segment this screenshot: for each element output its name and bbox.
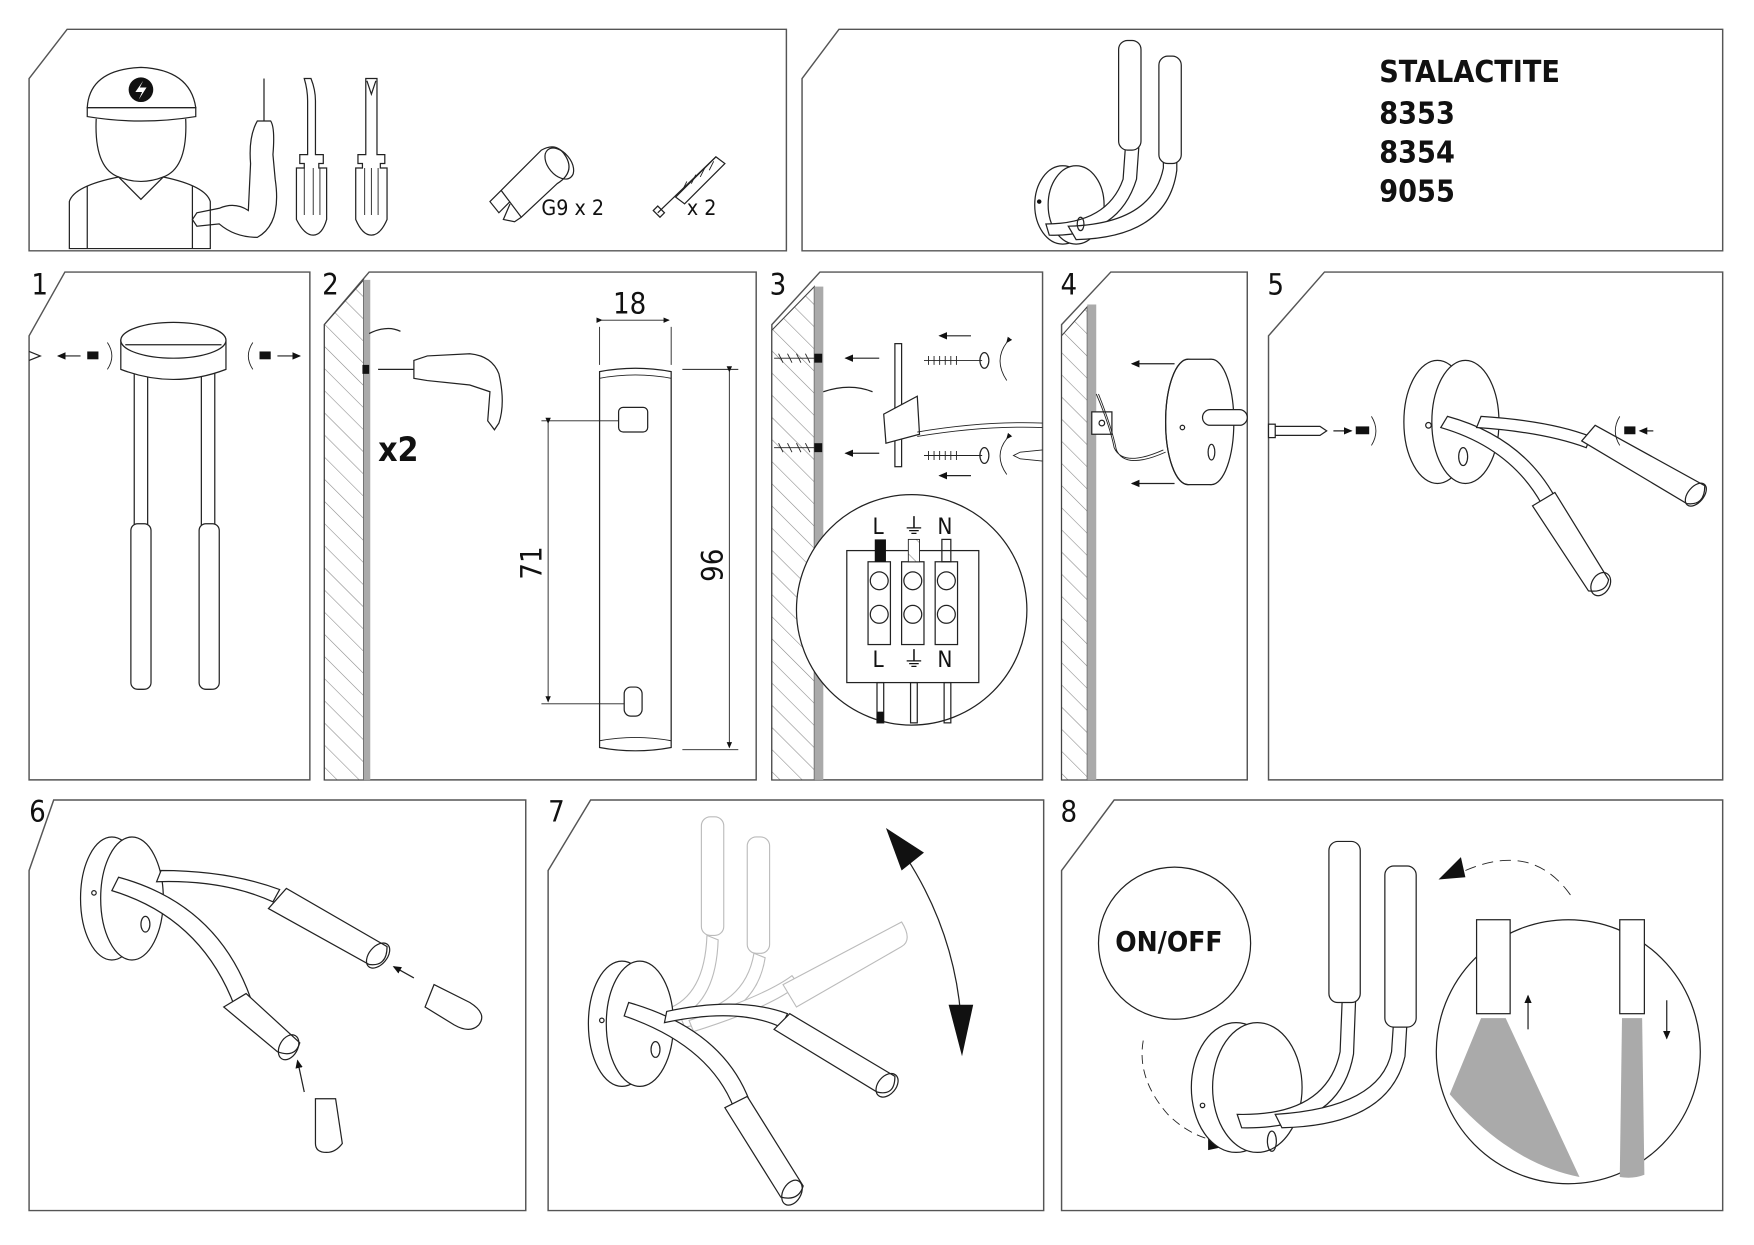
step-6-panel: 6	[28, 794, 527, 1212]
terminal-label-earth-top: ⏚	[903, 514, 925, 540]
screwdriver-icon	[1267, 416, 1377, 446]
fixture-base	[1164, 358, 1248, 486]
step-number: 2	[322, 267, 339, 301]
wall-section	[323, 278, 365, 781]
fixture-illustration	[587, 960, 899, 1206]
step-number: 8	[1060, 794, 1077, 828]
step-3-panel: 3	[770, 267, 1044, 781]
electrician-icon	[68, 66, 211, 250]
fixture-illustration	[1403, 359, 1707, 597]
step-5-panel: 5	[1267, 267, 1724, 781]
drill-multiplier: x2	[378, 430, 418, 469]
dimension-width: 18	[613, 286, 646, 320]
fixture-illustration	[1190, 840, 1417, 1154]
step-number: 3	[770, 267, 787, 301]
plug-quantity-label: x 2	[687, 196, 717, 221]
mounting-plate-diagram	[541, 317, 739, 752]
dimension-height: 96	[696, 549, 730, 582]
product-code: 8354	[1379, 135, 1455, 170]
step-number: 5	[1267, 267, 1284, 301]
light-beam-detail	[1435, 919, 1701, 1185]
terminal-label-live-bottom: L	[873, 647, 885, 673]
terminal-label-neutral-bottom: N	[937, 647, 952, 673]
ceiling-base-illustration	[120, 321, 227, 690]
product-illustration	[1034, 39, 1182, 245]
step-number: 6	[29, 794, 46, 828]
flat-screwdriver-icon	[355, 77, 388, 236]
screw-icon	[1614, 416, 1654, 446]
step-1-panel: 1	[28, 267, 311, 781]
product-panel: STALACTITE 8353 8354 9055	[801, 28, 1724, 252]
screws	[923, 332, 1043, 480]
rotate-arrow	[1438, 857, 1571, 896]
product-code: 9055	[1379, 175, 1455, 210]
step-number: 4	[1060, 267, 1077, 301]
screw-removal-right	[247, 342, 302, 370]
wall-section	[771, 285, 815, 781]
step-7-panel: 7	[547, 794, 1045, 1212]
bulb-quantity-label: G9 x 2	[541, 196, 604, 221]
terminal-label-neutral-top: N	[937, 514, 952, 540]
phillips-screwdriver-icon	[295, 77, 328, 236]
g9-bulb-icon	[489, 146, 575, 223]
g9-bulb-icon	[295, 966, 483, 1154]
adjust-arrow	[885, 828, 974, 1057]
wall-plug-screw-icon	[652, 156, 726, 219]
tools-panel: G9 x 2 x 2	[28, 28, 788, 252]
dimension-hole-spacing: 71	[514, 546, 548, 579]
terminal-label-live-top: L	[873, 514, 885, 540]
ghost-arm-positions	[665, 816, 908, 1033]
drill-icon	[191, 78, 278, 238]
product-name: STALACTITE	[1379, 55, 1560, 90]
wall-section	[1061, 305, 1088, 781]
terminal-block-detail	[795, 494, 1028, 726]
fixture-illustration	[79, 836, 391, 1061]
step-8-panel: 8 ON/OFF	[1060, 794, 1724, 1212]
wall-plugs	[774, 353, 880, 457]
step-4-panel: 4	[1060, 267, 1248, 781]
mounting-bracket	[823, 343, 1043, 468]
step-number: 1	[31, 267, 48, 301]
switch-label: ON/OFF	[1115, 925, 1222, 958]
product-code: 8353	[1379, 96, 1455, 131]
step-2-panel: 2 x2 18 71 96	[322, 267, 757, 781]
drill-icon	[378, 353, 503, 431]
terminal-label-earth-bottom: ⏚	[903, 647, 925, 673]
step-number: 7	[548, 794, 565, 828]
screw-removal-left	[28, 342, 113, 370]
